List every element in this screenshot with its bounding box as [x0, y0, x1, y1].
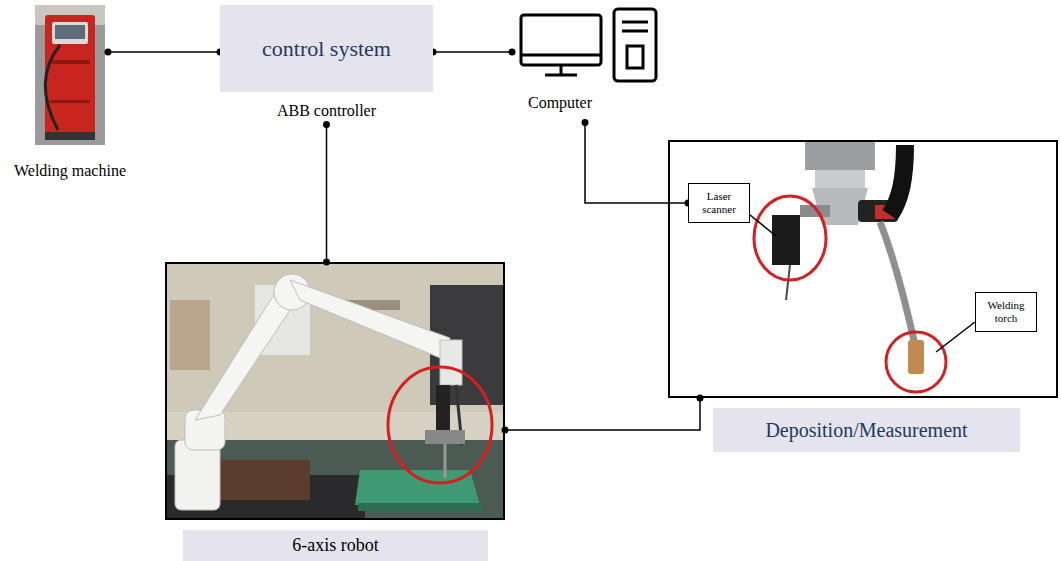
control-box: control systemABB controller [220, 5, 433, 92]
node-caption: ABB controller [220, 102, 433, 120]
leader-line [936, 322, 975, 352]
photo-frame: 6-axis robot [165, 262, 505, 520]
connector [430, 49, 516, 56]
box-title: control system [220, 5, 433, 92]
connector-dot [502, 427, 509, 434]
connector-line [585, 122, 688, 203]
connector-dot [509, 49, 516, 56]
connector-line [326, 124, 328, 262]
deposition-photo [668, 140, 1058, 398]
robot-photo [165, 262, 505, 520]
node-caption: Computer [513, 94, 607, 112]
callout-text: Laser scanner [689, 184, 749, 222]
connector-line [505, 398, 700, 430]
callout-box: Welding torch [975, 292, 1037, 332]
connector [323, 121, 330, 266]
connector-dot [697, 395, 704, 402]
connector [502, 395, 704, 434]
leader-line [750, 215, 776, 236]
welding-machine: Welding machine [35, 5, 105, 145]
connector-dot [582, 119, 589, 126]
callout-box: Laser scanner [688, 183, 750, 223]
connector [582, 119, 692, 207]
computer: Computer [515, 8, 660, 83]
welding-machine-photo [35, 5, 105, 145]
label-band: Deposition/Measurement [713, 408, 1020, 452]
connector-dot [105, 49, 112, 56]
callout-text: Welding torch [976, 293, 1036, 331]
photo-frame: Deposition/MeasurementLaser scannerWeldi… [668, 140, 1058, 398]
node-caption: Welding machine [3, 162, 137, 180]
connector-line [433, 51, 512, 53]
connector-dot [323, 121, 330, 128]
label-band: 6-axis robot [183, 530, 488, 561]
connector-line [108, 51, 220, 53]
connector [105, 49, 224, 56]
computer-icon [521, 9, 656, 81]
